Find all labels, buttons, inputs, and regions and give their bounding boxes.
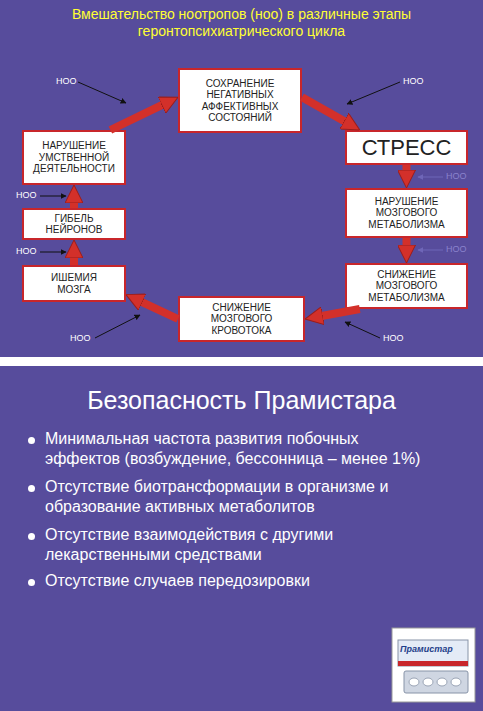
box-text: НАРУШЕНИЕ УМСТВЕННОЙ ДЕЯТЕЛЬНОСТИ — [30, 140, 118, 175]
bullet-dot — [28, 533, 35, 540]
box-text: ГИБЕЛЬ НЕЙРОНОВ — [32, 213, 116, 236]
package-stripe — [398, 661, 468, 666]
flow-arrow — [110, 102, 169, 130]
process-box: СОХРАНЕНИЕ НЕГАТИВНЫХ АФФЕКТИВНЫХ СОСТОЯ… — [178, 68, 302, 133]
intervention-label: НОО — [56, 76, 86, 87]
intervention-label: НОО — [383, 333, 413, 344]
leader-arrow — [418, 177, 443, 178]
process-box: СТРЕСС — [345, 130, 468, 165]
box-text: СНИЖЕНИЕ МОЗГОВОГО МЕТАБОЛИЗМА — [359, 269, 454, 304]
process-box: ИШЕМИЯ МОЗГА — [22, 265, 126, 302]
box-text: НАРУШЕНИЕ МОЗГОВОГО МЕТАБОЛИЗМА — [355, 196, 458, 231]
leader-arrow — [347, 82, 400, 104]
flow-arrow — [70, 195, 78, 208]
product-name: Прамистар — [400, 644, 466, 655]
bullet-dot — [28, 579, 35, 586]
pill — [437, 678, 447, 686]
process-box: ГИБЕЛЬ НЕЙРОНОВ — [22, 208, 126, 240]
package-frame — [392, 628, 475, 702]
intervention-label: НОО — [446, 171, 476, 182]
bullet-text: Минимальная частота развития побочных эф… — [45, 429, 430, 469]
bullet-dot — [28, 437, 35, 444]
process-box: СНИЖЕНИЕ МОЗГОВОГО МЕТАБОЛИЗМА — [345, 263, 468, 309]
leader-arrow — [95, 315, 140, 338]
package-box — [398, 640, 468, 666]
process-box: НАРУШЕНИЕ УМСТВЕННОЙ ДЕЯТЕЛЬНОСТИ — [22, 130, 126, 185]
process-box: НАРУШЕНИЕ МОЗГОВОГО МЕТАБОЛИЗМА — [345, 188, 468, 238]
slide-heading: Безопасность Прамистара — [0, 385, 483, 416]
flow-arrow — [315, 309, 360, 317]
bullet-text: Отсутствие биотрансформации в организме … — [45, 477, 430, 517]
box-text: СНИЖЕНИЕ МОЗГОВОГО КРОВОТОКА — [192, 302, 291, 337]
pill — [451, 678, 461, 686]
intervention-label: НОО — [403, 76, 433, 87]
leader-arrow — [40, 196, 66, 197]
leader-arrow — [40, 252, 66, 253]
pill — [409, 678, 419, 686]
box-text: ИШЕМИЯ МОЗГА — [46, 272, 102, 295]
pill — [423, 678, 433, 686]
product-package — [392, 628, 475, 702]
bullet-dot — [28, 485, 35, 492]
box-text: СОХРАНЕНИЕ НЕГАТИВНЫХ АФФЕКТИВНЫХ СОСТОЯ… — [188, 78, 292, 124]
intervention-label: НОО — [446, 244, 476, 255]
leader-arrow — [418, 250, 443, 251]
intervention-label: НОО — [16, 246, 46, 257]
blister — [404, 671, 468, 693]
intervention-label: НОО — [70, 333, 100, 344]
box-text: СТРЕСС — [362, 135, 452, 160]
bullet-text: Отсутствие случаев передозировки — [45, 571, 430, 591]
diagram-title: Вмешательство ноотропов (ноо) в различны… — [60, 6, 423, 40]
flow-arrow — [135, 299, 178, 319]
leader-arrow — [345, 322, 380, 338]
flow-arrow — [403, 165, 411, 178]
flow-arrow — [403, 238, 411, 253]
process-box: СНИЖЕНИЕ МОЗГОВОГО КРОВОТОКА — [178, 296, 305, 342]
intervention-label: НОО — [16, 190, 46, 201]
bullet-text: Отсутствие взаимодействия с другими лека… — [45, 525, 430, 565]
flow-arrow — [302, 97, 351, 125]
leader-arrow — [78, 82, 126, 103]
flow-arrow — [70, 250, 78, 265]
